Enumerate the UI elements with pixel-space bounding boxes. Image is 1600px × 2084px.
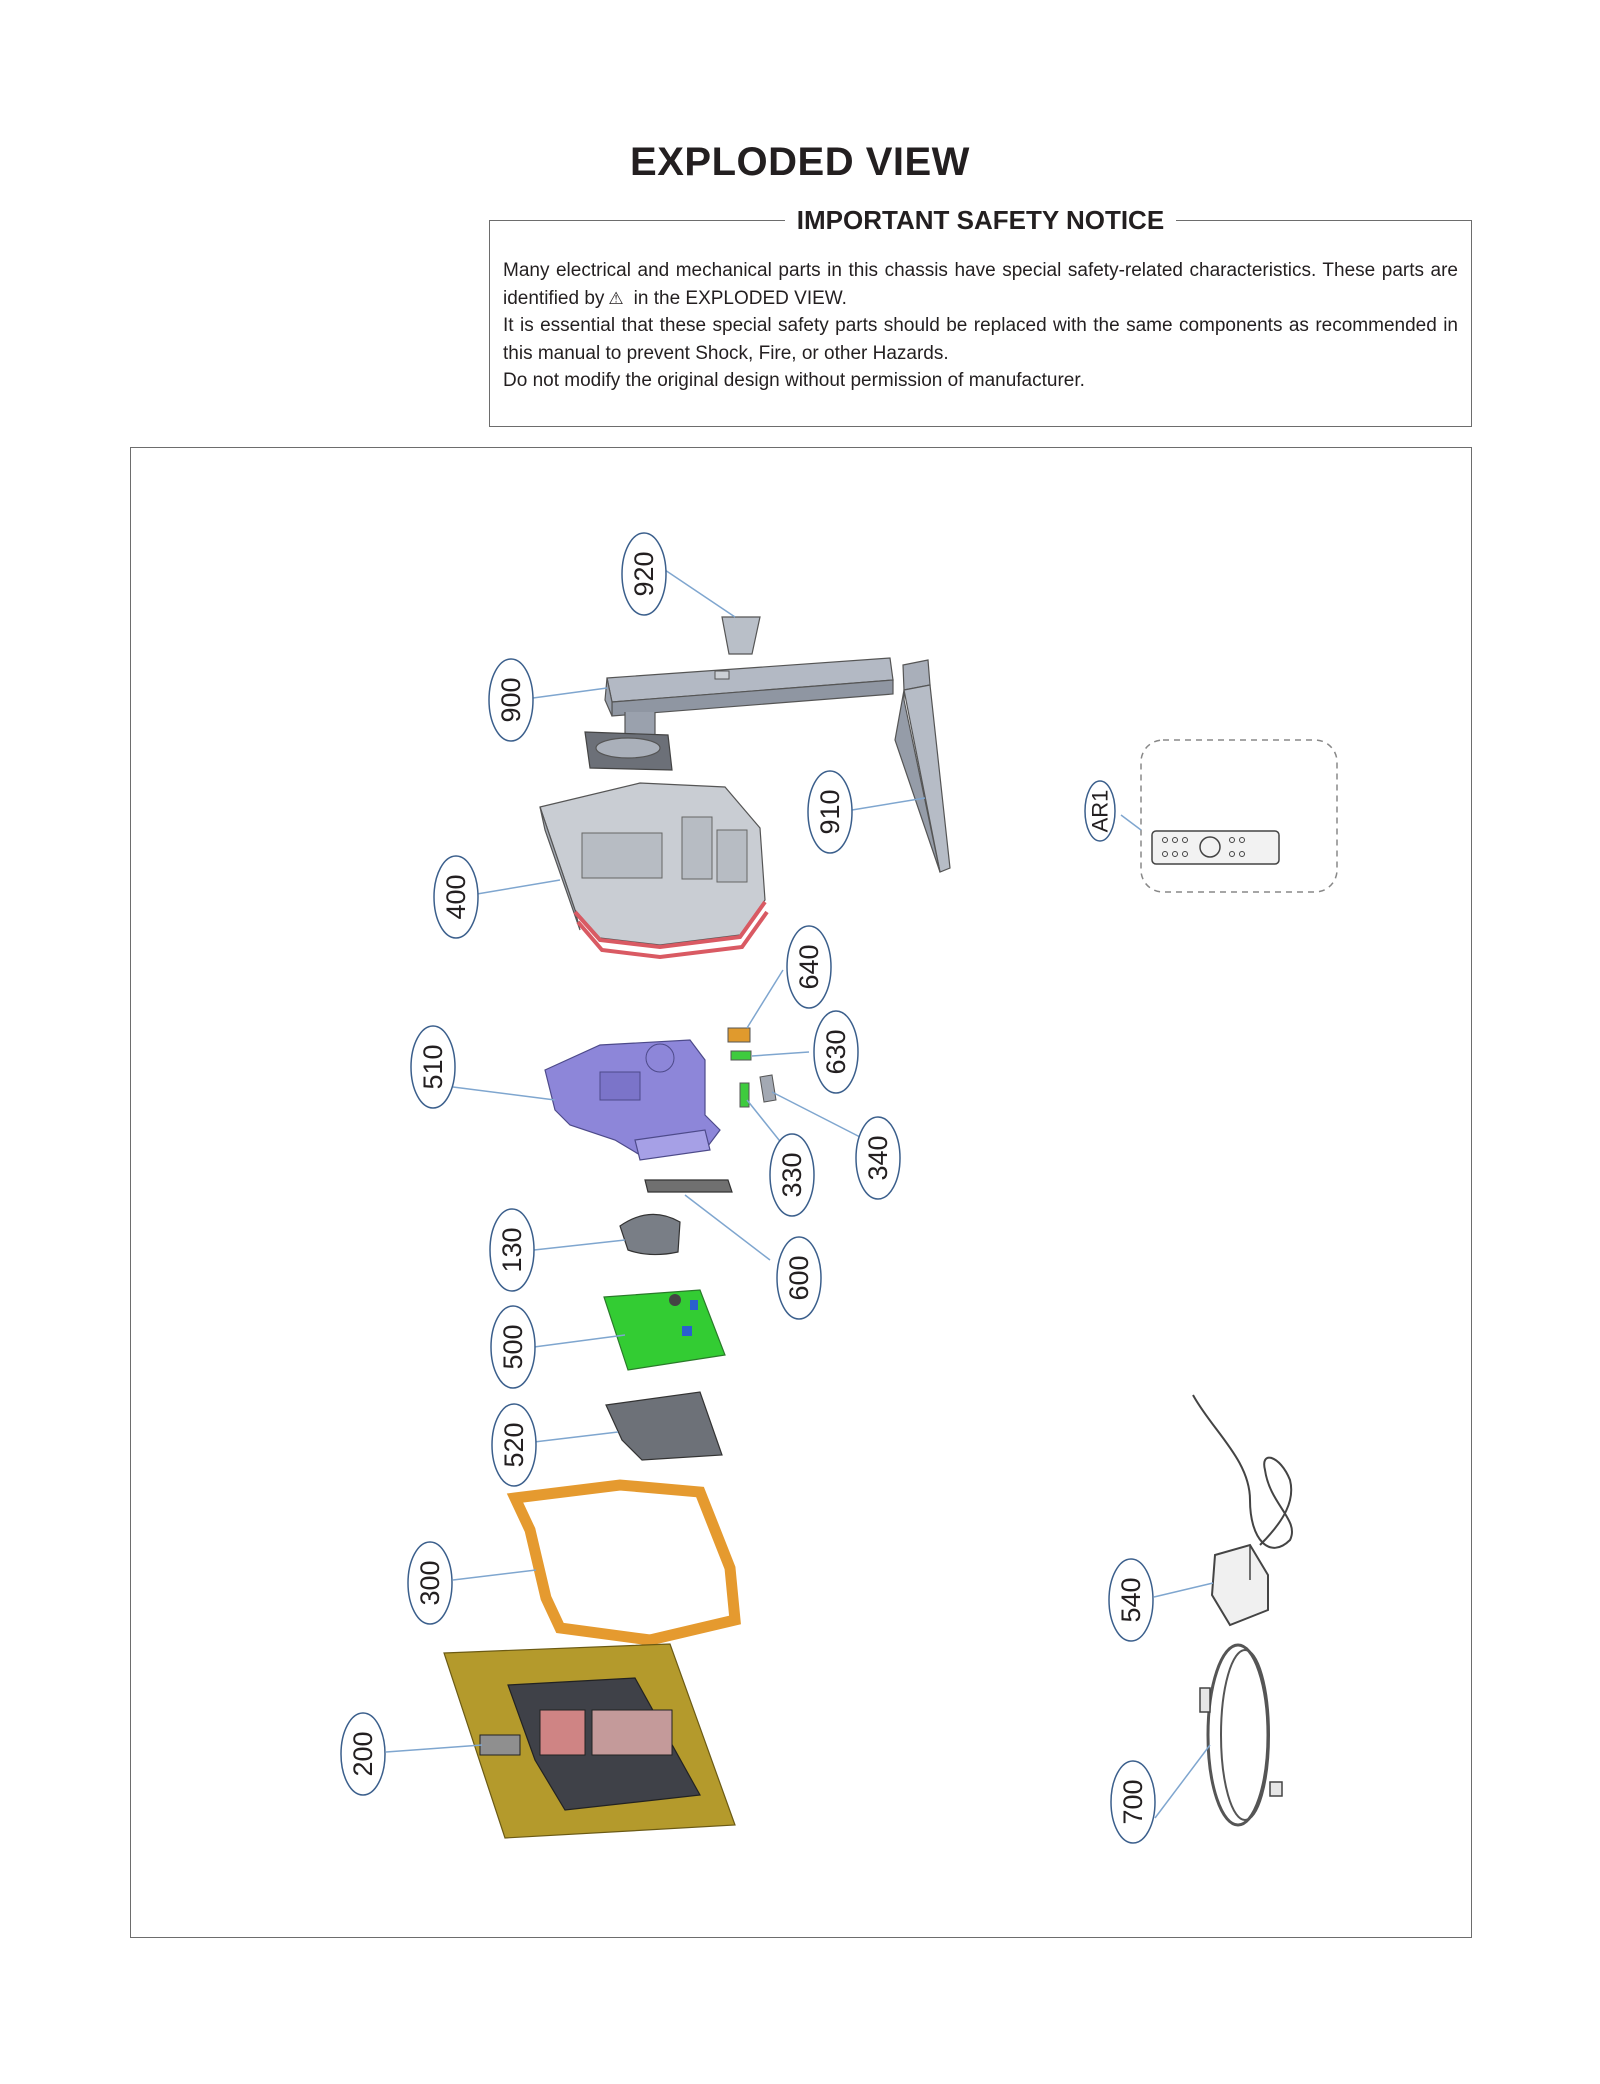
part-label-ar1: AR1 (1088, 790, 1113, 833)
part-balloon-130: 130 (489, 1208, 535, 1292)
part-balloon-330: 330 (769, 1133, 815, 1217)
part-balloon-340: 340 (855, 1116, 901, 1200)
part-label-920: 920 (629, 551, 659, 596)
part-200-panel-drawing (443, 1643, 736, 1839)
part-label-640: 640 (794, 944, 824, 989)
exploded-diagram-frame (130, 447, 1472, 1938)
safety-notice-heading: IMPORTANT SAFETY NOTICE (490, 205, 1471, 236)
part-label-400: 400 (441, 874, 471, 919)
part-balloon-640: 640 (786, 925, 832, 1009)
part-500-pcb-drawing (603, 1289, 726, 1371)
part-label-200: 200 (348, 1731, 378, 1776)
part-balloon-540: 540 (1108, 1558, 1154, 1642)
part-label-520: 520 (499, 1422, 529, 1467)
part-ar1-remote-drawing (1140, 739, 1338, 893)
part-balloon-500: 500 (490, 1305, 536, 1389)
warning-triangle-icon: ⚠ (608, 288, 624, 308)
part-balloon-600: 600 (776, 1236, 822, 1320)
part-label-510: 510 (418, 1044, 448, 1089)
part-balloon-400: 400 (433, 855, 479, 939)
part-910-stand-base-drawing (894, 659, 951, 873)
part-label-300: 300 (415, 1560, 445, 1605)
part-700-power-cord-drawing (1199, 1643, 1283, 1827)
part-label-500: 500 (498, 1324, 528, 1369)
part-label-130: 130 (497, 1227, 527, 1272)
part-640-630-340-330-small-parts-drawing (727, 1027, 777, 1108)
notice-line-3: Do not modify the original design withou… (503, 370, 1085, 391)
part-label-540: 540 (1116, 1577, 1146, 1622)
part-920-cap-drawing (721, 616, 761, 655)
part-label-700: 700 (1118, 1779, 1148, 1824)
part-510-chassis-drawing (544, 1039, 721, 1161)
part-300-frame-drawing (506, 1479, 741, 1646)
part-balloon-ar1: AR1 (1084, 780, 1116, 842)
notice-line-2: It is essential that these special safet… (503, 315, 1458, 364)
part-label-330: 330 (777, 1152, 807, 1197)
part-balloon-910: 910 (807, 770, 853, 854)
notice-line-1: Many electrical and mechanical parts in … (503, 257, 1458, 312)
part-label-340: 340 (863, 1135, 893, 1180)
part-balloon-630: 630 (813, 1010, 859, 1094)
safety-notice-box: IMPORTANT SAFETY NOTICE Many electrical … (489, 205, 1472, 427)
part-balloon-900: 900 (488, 658, 534, 742)
part-900-stand-arm-drawing (584, 657, 894, 771)
part-balloon-510: 510 (410, 1025, 456, 1109)
part-balloon-520: 520 (491, 1403, 537, 1487)
part-600-130-bracket-drawing (619, 1179, 733, 1256)
part-400-back-cover-drawing (539, 782, 769, 960)
part-540-adapter-drawing (1192, 1394, 1293, 1627)
page-title: EXPLODED VIEW (630, 140, 970, 184)
part-label-630: 630 (821, 1029, 851, 1074)
part-label-600: 600 (784, 1255, 814, 1300)
part-label-910: 910 (815, 789, 845, 834)
part-balloon-300: 300 (407, 1541, 453, 1625)
safety-notice-text: Many electrical and mechanical parts in … (503, 257, 1458, 395)
part-balloon-920: 920 (621, 532, 667, 616)
part-label-900: 900 (496, 677, 526, 722)
leader-lines (385, 569, 1214, 1819)
part-balloon-700: 700 (1110, 1760, 1156, 1844)
part-balloon-200: 200 (340, 1712, 386, 1796)
part-520-shield-drawing (605, 1391, 723, 1461)
